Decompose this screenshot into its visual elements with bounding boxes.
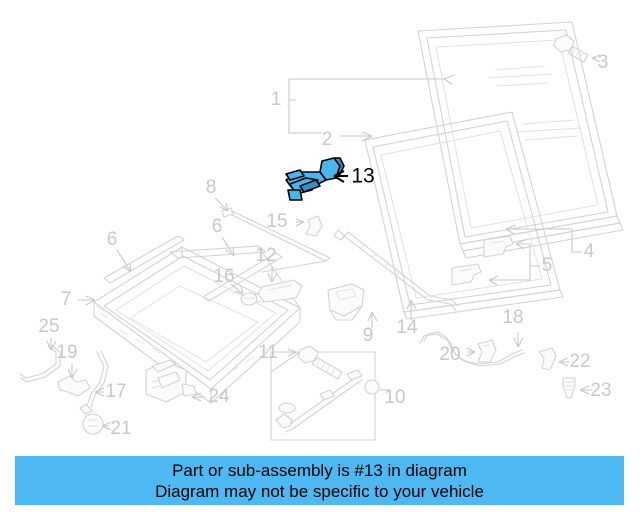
part-clip-15	[305, 215, 323, 237]
part-nozzle-25	[19, 345, 61, 383]
part-cable-8	[221, 207, 331, 273]
callout-label-25: 25	[38, 316, 59, 337]
leader-17	[94, 387, 105, 397]
leader-18	[513, 332, 524, 348]
leader-8	[214, 197, 229, 212]
leader-1	[288, 74, 455, 134]
callout-label-21: 21	[110, 418, 131, 439]
part-inset-box-10	[270, 351, 380, 441]
callout-label-2: 2	[322, 129, 333, 150]
leader-21	[101, 421, 112, 431]
callout-label-15: 15	[266, 211, 287, 232]
callout-label-16: 16	[213, 266, 234, 287]
callout-label-7: 7	[61, 289, 72, 310]
part-bolt-11	[297, 345, 343, 380]
callout-label-6a: 6	[107, 229, 118, 250]
part-clip-22	[538, 347, 557, 371]
leader-6a	[116, 249, 132, 273]
callout-label-17: 17	[105, 381, 126, 402]
leader-11	[285, 348, 297, 357]
part-rail-6b	[202, 252, 283, 302]
leader-5	[488, 239, 540, 286]
banner-line-secondary: Diagram may not be specific to your vehi…	[155, 481, 484, 501]
banner-line-primary: Part or sub-assembly is #13 in diagram	[172, 460, 467, 480]
callout-label-23: 23	[590, 380, 611, 401]
callout-label-19: 19	[56, 342, 77, 363]
callout-label-22: 22	[569, 351, 590, 372]
part-clip-20	[477, 339, 497, 363]
part-tube-17	[86, 350, 109, 408]
callout-label-24: 24	[208, 386, 230, 407]
callout-label-11: 11	[258, 342, 278, 363]
part-highlighted-13	[285, 157, 345, 201]
leader-9	[367, 311, 378, 328]
part-glass-seal-2	[364, 111, 564, 320]
leader-3	[591, 54, 601, 63]
leader-22	[558, 357, 570, 367]
leader-25	[46, 338, 57, 351]
part-hose-18	[419, 331, 525, 367]
part-guide-5a	[483, 235, 514, 258]
part-glass-panel-1	[417, 21, 624, 259]
leader-23	[579, 385, 592, 395]
callout-label-4: 4	[584, 241, 595, 262]
leader-14	[406, 299, 417, 320]
callout-label-20: 20	[439, 344, 460, 365]
part-bracket-9	[327, 283, 365, 321]
leader-7	[78, 295, 96, 306]
part-bolt-3	[553, 34, 589, 63]
part-number-banner: Part or sub-assembly is #13 in diagram D…	[15, 456, 624, 505]
leader-4	[505, 224, 582, 253]
callout-label-3: 3	[598, 52, 609, 73]
leader-6b	[221, 236, 235, 257]
leader-12	[267, 266, 278, 283]
callout-label-5: 5	[542, 255, 553, 276]
part-rail-6a	[103, 235, 185, 284]
part-drain-14	[333, 229, 459, 311]
part-fitting-21	[79, 403, 104, 435]
part-guide-5b	[451, 263, 482, 286]
callout-label-9: 9	[363, 325, 374, 346]
part-motor-24	[145, 359, 197, 403]
leader-15	[295, 218, 305, 227]
leader-24	[191, 392, 205, 402]
callout-label-8: 8	[206, 177, 217, 198]
part-clip-19	[57, 375, 91, 397]
part-screw-23	[562, 377, 576, 399]
callout-label-18: 18	[502, 307, 523, 328]
part-frame-7	[93, 245, 301, 404]
callout-label-13: 13	[351, 165, 374, 188]
leader-20	[466, 347, 476, 357]
callout-label-1: 1	[271, 89, 282, 110]
callout-label-6b: 6	[212, 216, 223, 237]
part-grommet-16	[240, 292, 258, 306]
leader-16	[230, 283, 244, 295]
leader-19	[67, 364, 78, 379]
leader-13	[333, 170, 348, 183]
leader-2	[340, 131, 373, 142]
callout-label-12: 12	[255, 245, 276, 266]
callout-label-10: 10	[384, 387, 405, 408]
callout-label-14: 14	[396, 317, 418, 338]
